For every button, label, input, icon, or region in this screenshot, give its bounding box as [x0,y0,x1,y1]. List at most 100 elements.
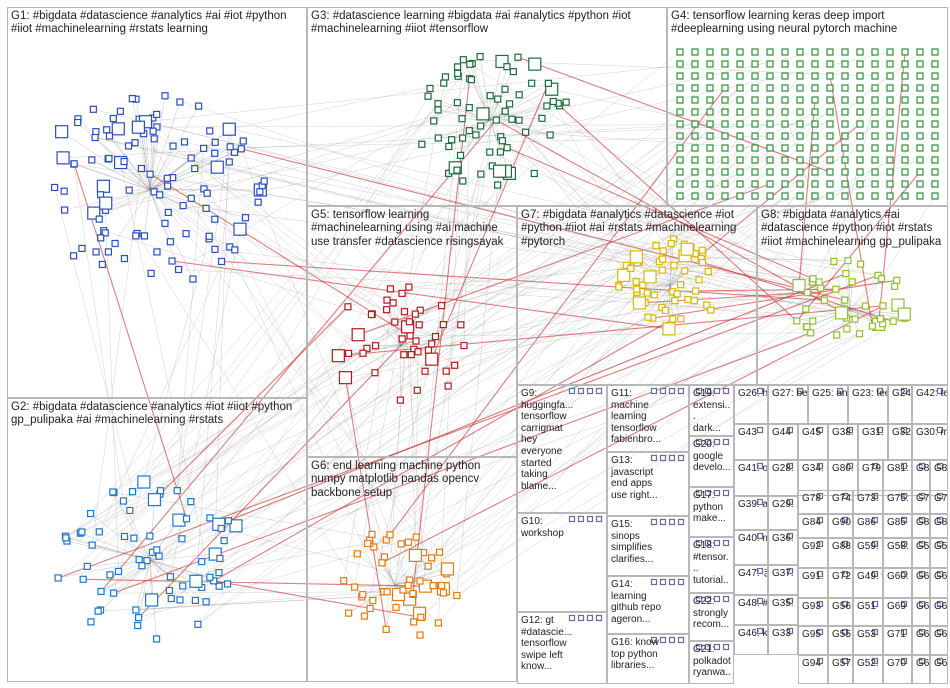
group-cell-g5[interactable]: G5: tensorflow learning #machinelearning… [307,206,517,457]
group-cell-g76[interactable]: G76: curs... [930,490,948,514]
group-cell-g9[interactable]: G9: huggingfa... tensorflow carrigmat he… [517,385,607,513]
group-label-g16: G16: know top python libraries... [611,637,659,672]
group-cell-g66[interactable]: G66 [912,598,930,626]
group-cell-g80[interactable]: G80: ten... [828,460,858,496]
group-cell-g36[interactable]: G36: vari... [768,530,798,565]
group-cell-g73[interactable]: G73: mis... [853,490,883,514]
group-cell-g32[interactable]: G32: حسن ن [888,424,912,460]
group-cell-g7[interactable]: G7: #bigdata #analytics #datascience #io… [517,206,757,385]
group-cell-g59[interactable]: G59: exer... [853,538,883,568]
group-cell-g14[interactable]: G14: learning github repo ageron... [607,576,689,634]
group-cell-g87[interactable]: G87 [912,514,930,538]
group-cell-g54[interactable]: G54 [912,538,930,568]
group-cell-g50[interactable]: G50: vers... [930,538,948,568]
group-cell-g92[interactable]: G92 [798,538,828,568]
group-cell-g69[interactable]: G69 [883,598,912,626]
group-cell-g10[interactable]: G10: workshop [517,513,607,612]
group-cell-g18[interactable]: G18: #tensor... tutorial... [689,537,734,593]
group-cell-g78[interactable]: G78 [798,490,828,514]
group-cell-g67[interactable]: G67: tod... [930,568,948,598]
group-cell-g62[interactable]: G62: w3c... [930,598,948,626]
group-cell-g56[interactable]: G56: divj... [828,598,853,626]
group-cell-g13[interactable]: G13: javascript end apps use right... [607,452,689,516]
group-cell-g93[interactable]: G93 [798,598,828,626]
group-cell-g6[interactable]: G6: end learning machine python numpy ma… [307,457,517,682]
group-cell-g85[interactable]: G85 [883,514,912,538]
group-cell-g28[interactable]: G28: cere... [768,460,798,496]
group-cell-g41[interactable]: G41: oreill... [734,460,768,496]
group-cell-g65[interactable]: G65 [930,626,948,655]
node-g1 [217,257,226,266]
group-cell-g70[interactable]: G70 [883,655,912,684]
group-cell-g95[interactable]: G95 [798,626,828,655]
group-cell-g72[interactable]: G72 [828,568,853,598]
group-cell-g27[interactable]: G27: betapu... [768,385,808,424]
group-cell-g22[interactable]: G22: strongly recom... [689,593,734,641]
group-cell-g4[interactable]: G4: tensorflow learning keras deep impor… [667,7,948,206]
group-cell-g20[interactable]: G20: google develo... [689,436,734,487]
group-cell-g47[interactable]: G47: まだ... [734,565,768,595]
group-cell-g84[interactable]: G84 [798,514,828,538]
group-cell-g40[interactable]: G40: met... [734,530,768,565]
group-cell-g43[interactable]: G43 [734,424,768,460]
group-cell-g79[interactable]: G79 [858,460,883,496]
group-cell-g53[interactable]: G53 [853,626,883,655]
group-cell-g21[interactable]: G21: polkadot ryanwa... [689,641,734,684]
group-cell-g30[interactable]: G30: mon [912,424,948,460]
group-cell-g57[interactable]: G57: curr... [828,655,853,684]
group-cell-g88[interactable]: G88 [828,538,853,568]
group-cell-g83[interactable]: G83: rele... [912,460,930,496]
group-cell-g42[interactable]: G42: tens... [912,385,948,424]
group-cell-g55[interactable]: G55 [828,626,853,655]
group-cell-g90[interactable]: G90 [828,514,853,538]
group-cell-g68[interactable]: G68: 想... [912,568,930,598]
group-cell-g8[interactable]: G8: #bigdata #analytics #ai #datascience… [757,206,948,385]
group-cell-g71[interactable]: G71 [883,626,912,655]
group-cell-g81[interactable]: G81: ten... [883,460,912,496]
group-cell-g86[interactable]: G86 [853,514,883,538]
group-cell-g61[interactable]: G61 [912,626,930,655]
group-cell-g37[interactable]: G37: newe... [768,565,798,595]
group-cell-g23[interactable]: G23: teej_m... [848,385,888,424]
group-cell-g19[interactable]: G19: extensi... dark... [689,385,734,436]
group-cell-g34[interactable]: G34: #data... [798,460,828,496]
group-cell-g63[interactable]: G63 [912,655,930,684]
group-cell-g75[interactable]: G75: #pro... [883,490,912,514]
group-cell-g39[interactable]: G39: ai... [734,496,768,530]
group-cell-g38[interactable]: G38: tenso... [828,424,858,460]
group-cell-g35[interactable]: G35: ultra... [768,595,798,625]
group-cell-g64[interactable]: G64 [930,655,948,684]
group-cell-g51[interactable]: G51 [853,598,883,626]
group-cell-g49[interactable]: G49: won... [853,568,883,598]
group-cell-g82[interactable]: G82 [930,460,948,496]
group-cell-g89[interactable]: G89 [930,514,948,538]
group-cell-g44[interactable]: G44 [768,424,798,460]
group-cell-g74[interactable]: G74: itali... [828,490,853,514]
group-cell-g91[interactable]: G91: com... [798,568,828,598]
group-cell-g15[interactable]: G15: sinops simplifies clarifies... [607,516,689,576]
group-cell-g3[interactable]: G3: #datascience learning #bigdata #ai #… [307,7,667,206]
group-cell-g45[interactable]: G45 [798,424,828,460]
group-cell-g29[interactable]: G29: mod... [768,496,798,530]
group-cell-g17[interactable]: G17: python make... [689,487,734,537]
group-cell-g26[interactable]: G26: hoy... [734,385,768,424]
group-label-g34: G34: #data... [802,463,827,474]
group-cell-g77[interactable]: G77 [912,490,930,514]
group-cell-g33[interactable]: G33 [768,625,798,655]
group-cell-g1[interactable]: G1: #bigdata #datascience #analytics #ai… [7,7,307,398]
group-cell-g46[interactable]: G46: kera... [734,625,768,655]
group-cell-g24[interactable]: G24: webas... [888,385,912,424]
group-cell-g16[interactable]: G16: know top python libraries... [607,634,689,684]
node-g5 [407,351,415,359]
group-cell-g25[interactable]: G25: analy... [808,385,848,424]
group-cell-g31[interactable]: G31: chas... [858,424,888,460]
group-cell-g48[interactable]: G48: #ten... [734,595,768,625]
node-g6 [392,603,400,612]
group-cell-g52[interactable]: G52: com... [853,655,883,684]
group-cell-g2[interactable]: G2: #bigdata #datascience #analytics #io… [7,398,307,682]
group-cell-g60[interactable]: G60: we'v... [883,568,912,598]
group-cell-g94[interactable]: G94 [798,655,828,684]
group-cell-g12[interactable]: G12: gt #datascie... tensorflow swipe le… [517,612,607,684]
group-cell-g11[interactable]: G11: machine learning tensorflow fabienb… [607,385,689,452]
group-cell-g58[interactable]: G58: tune... [883,538,912,568]
